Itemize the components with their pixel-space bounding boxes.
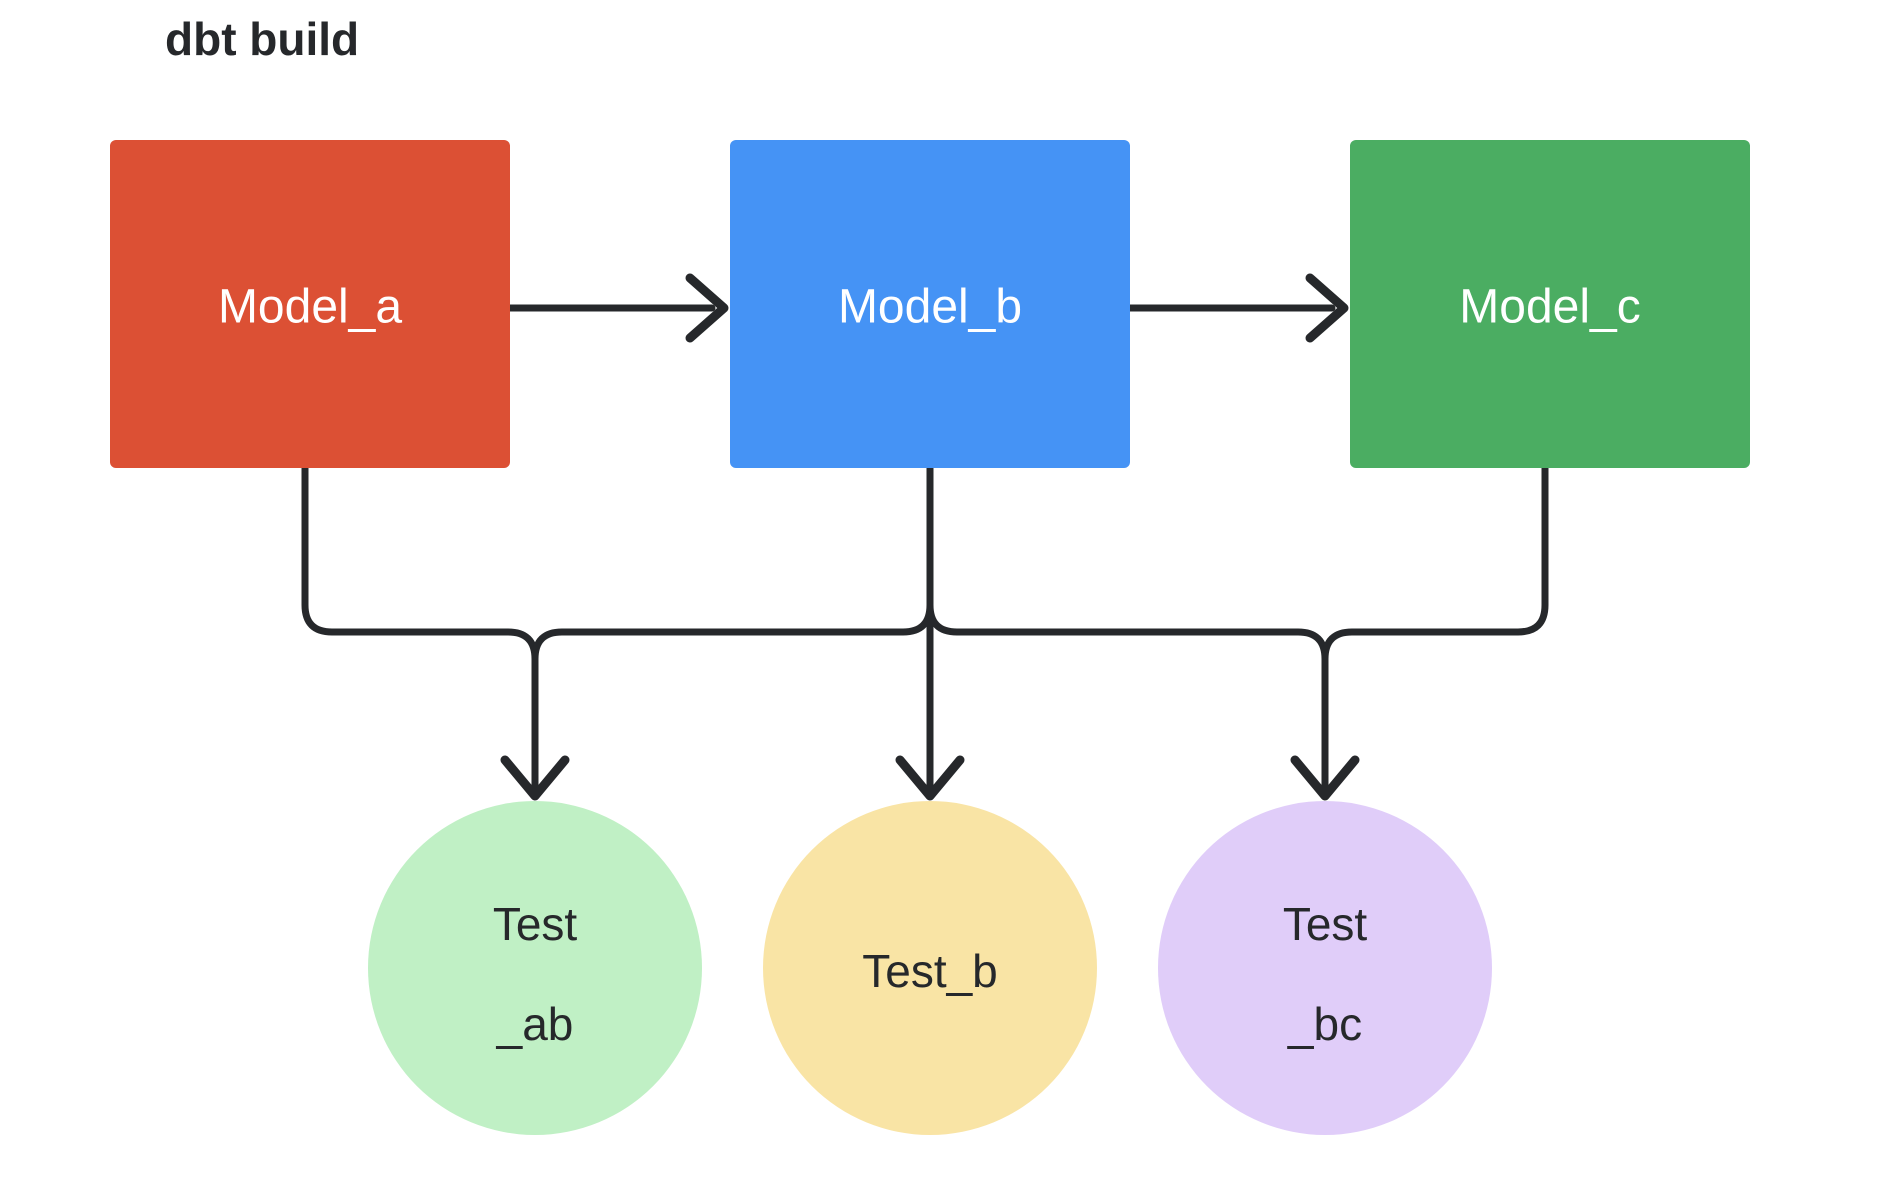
node-test-b[interactable]: Test_b (763, 801, 1097, 1135)
node-shape[interactable] (368, 801, 702, 1135)
edge-model-b-to-test-ab (531, 464, 934, 799)
arrow-head-icon (500, 755, 570, 801)
node-shape[interactable] (1350, 140, 1750, 468)
node-shape[interactable] (730, 140, 1130, 468)
arrow-head-icon (1290, 755, 1360, 801)
node-shape[interactable] (763, 801, 1097, 1135)
node-label: Model_a (218, 281, 402, 334)
node-label-line-1: Test (493, 898, 578, 950)
node-test-ab[interactable]: Test _ab (368, 801, 702, 1135)
arrow-head-icon (1305, 273, 1349, 343)
arrow-head-icon (895, 755, 965, 801)
node-shape[interactable] (110, 140, 510, 468)
node-label-line-2: _bc (1287, 998, 1362, 1050)
edge-line (926, 464, 1329, 799)
node-test-bc[interactable]: Test _bc (1158, 801, 1492, 1135)
edge-model-b-to-test-bc (926, 464, 1329, 799)
node-label: Model_b (838, 281, 1022, 334)
edge-model-a-to-test-ab (301, 464, 539, 799)
node-model-b[interactable]: Model_b (730, 140, 1130, 468)
node-label-line-2: _ab (496, 998, 574, 1050)
node-model-a[interactable]: Model_a (110, 140, 510, 468)
node-label-line-1: Test_b (862, 945, 998, 997)
page-title: dbt build (165, 13, 359, 65)
edge-line (531, 464, 934, 799)
edge-model-b-to-model-c (1126, 273, 1349, 343)
edge-model-a-to-model-b (506, 273, 729, 343)
node-model-c[interactable]: Model_c (1350, 140, 1750, 468)
edge-model-c-to-test-bc (1321, 464, 1549, 799)
edge-line (1321, 464, 1549, 799)
node-shape[interactable] (1158, 801, 1492, 1135)
arrow-head-icon (685, 273, 729, 343)
node-label-line-1: Test (1283, 898, 1368, 950)
edge-line (301, 464, 539, 799)
node-label: Model_c (1459, 281, 1640, 334)
edge-layer (301, 273, 1549, 801)
